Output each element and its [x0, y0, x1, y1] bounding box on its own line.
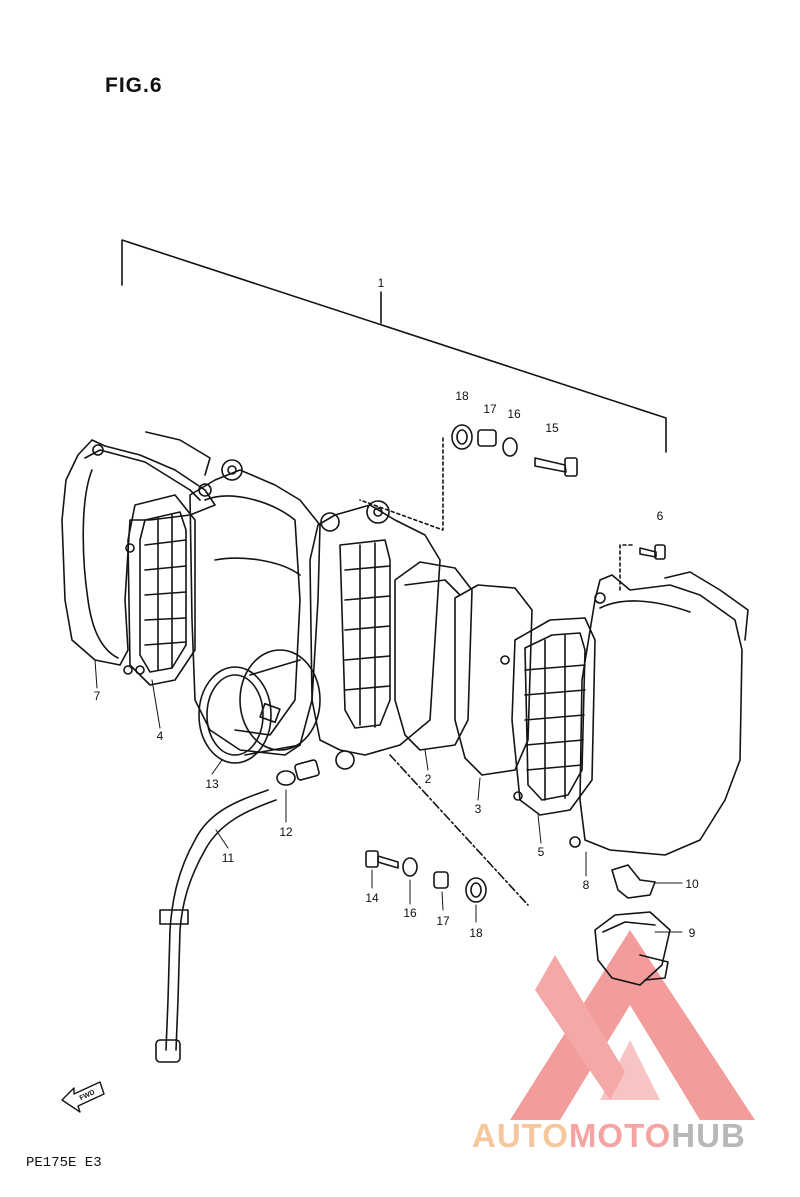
leader-lines [94, 659, 683, 933]
callout-labels: 1 2 3 4 5 6 7 8 9 10 11 12 13 14 15 16 1… [94, 276, 699, 940]
screw-part-6 [619, 544, 666, 591]
intake-duct-part-9 [594, 911, 671, 986]
hardware-top-group [359, 424, 578, 531]
callout-18-top: 18 [455, 389, 469, 403]
callout-3: 3 [475, 802, 482, 816]
callout-16-top: 16 [507, 407, 521, 421]
element-holder-left-part-4 [125, 494, 196, 686]
callout-8: 8 [583, 878, 590, 892]
callout-1: 1 [378, 276, 385, 290]
element-part-2 [394, 561, 473, 751]
model-code: PE175E E3 [26, 1155, 102, 1171]
element-cover-part-3 [454, 584, 533, 776]
callout-15: 15 [545, 421, 559, 435]
callout-10: 10 [685, 877, 699, 891]
watermark-text: AUTOMOTOHUB [472, 1117, 746, 1155]
case-right-section [309, 500, 441, 770]
fwd-arrow-icon: FWD [61, 1081, 105, 1113]
watermark-logo [510, 930, 755, 1120]
watermark-moto: MOTO [568, 1117, 672, 1154]
callout-7: 7 [94, 689, 101, 703]
watermark-hub: HUB [671, 1117, 746, 1154]
assembly-bracket-1 [121, 239, 667, 453]
clip-part-10 [611, 864, 656, 899]
callout-18-bottom: 18 [469, 926, 483, 940]
callout-4: 4 [157, 729, 164, 743]
hardware-bottom-group [365, 754, 529, 906]
callout-16-bottom: 16 [403, 906, 417, 920]
callout-5: 5 [538, 845, 545, 859]
outlet-clamp-part-13 [198, 649, 321, 764]
callout-2: 2 [425, 772, 432, 786]
callout-17-bottom: 17 [436, 914, 450, 928]
callout-17-top: 17 [483, 402, 497, 416]
figure-title: FIG.6 [105, 74, 163, 97]
watermark-auto: AUTO [472, 1117, 569, 1154]
element-holder-right-part-5 [500, 617, 596, 816]
callout-6: 6 [657, 509, 664, 523]
clamp-part-12 [276, 759, 320, 786]
callout-12: 12 [279, 825, 293, 839]
callout-9: 9 [689, 926, 696, 940]
callout-13: 13 [205, 777, 219, 791]
case-body [189, 459, 321, 756]
callout-11: 11 [222, 851, 235, 865]
drain-hose-part-11 [155, 789, 277, 1063]
callout-14: 14 [365, 891, 379, 905]
cover-right-part-8 [569, 571, 749, 856]
